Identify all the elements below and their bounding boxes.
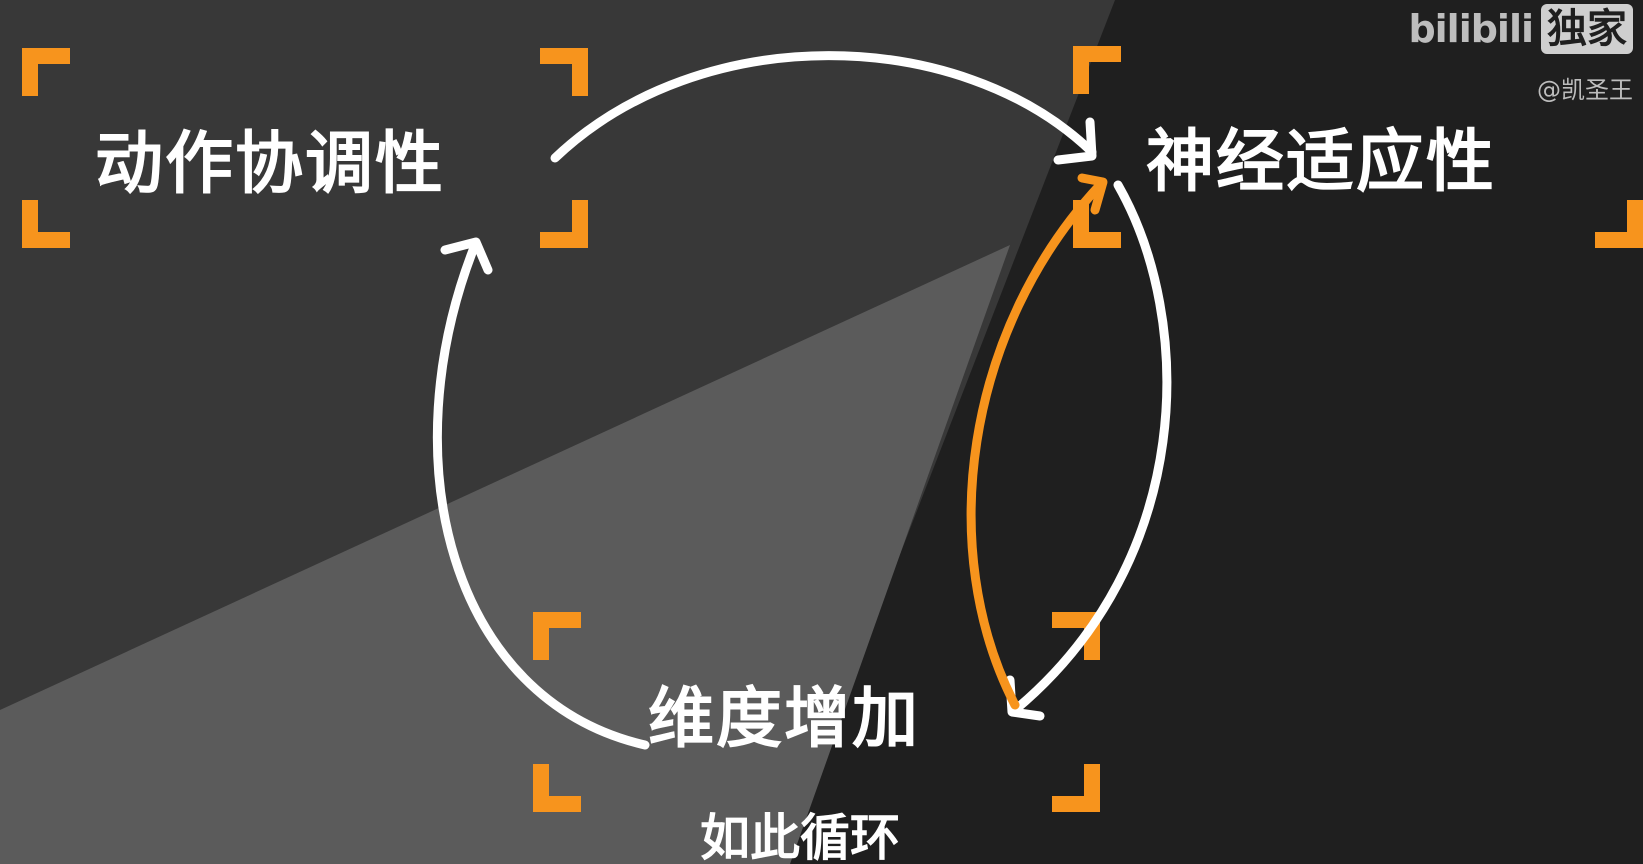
node-label-dimension-increase: 维度增加 xyxy=(648,680,920,757)
node-label-coordination: 动作协调性 xyxy=(95,125,446,204)
node-label-neural-adaptation: 神经适应性 xyxy=(1146,123,1497,202)
exclusive-badge: 独家 xyxy=(1541,4,1633,54)
background-light-wedge xyxy=(0,245,1010,864)
arrow-dimension-to-neural-accent xyxy=(966,180,1105,710)
arrowhead-accent-icon xyxy=(1077,173,1108,215)
bilibili-logo: bilibili xyxy=(1408,7,1534,51)
arrowhead-neural-icon xyxy=(1053,117,1097,165)
bracket-frame-dimension xyxy=(533,612,1100,812)
subtitle-caption: 如此循环 xyxy=(700,809,900,864)
arrow-dimension-to-coordination xyxy=(432,240,650,750)
bilibili-watermark: bilibili 独家 xyxy=(1408,4,1633,54)
arrow-coordination-to-neural xyxy=(550,51,1097,163)
bracket-frame-coordination xyxy=(22,48,588,248)
bracket-frame-neural xyxy=(1073,46,1643,248)
arrow-neural-to-dimension xyxy=(1010,180,1172,715)
author-watermark: @凯圣王 xyxy=(1537,76,1633,104)
arrowhead-coordination-icon xyxy=(440,237,493,275)
